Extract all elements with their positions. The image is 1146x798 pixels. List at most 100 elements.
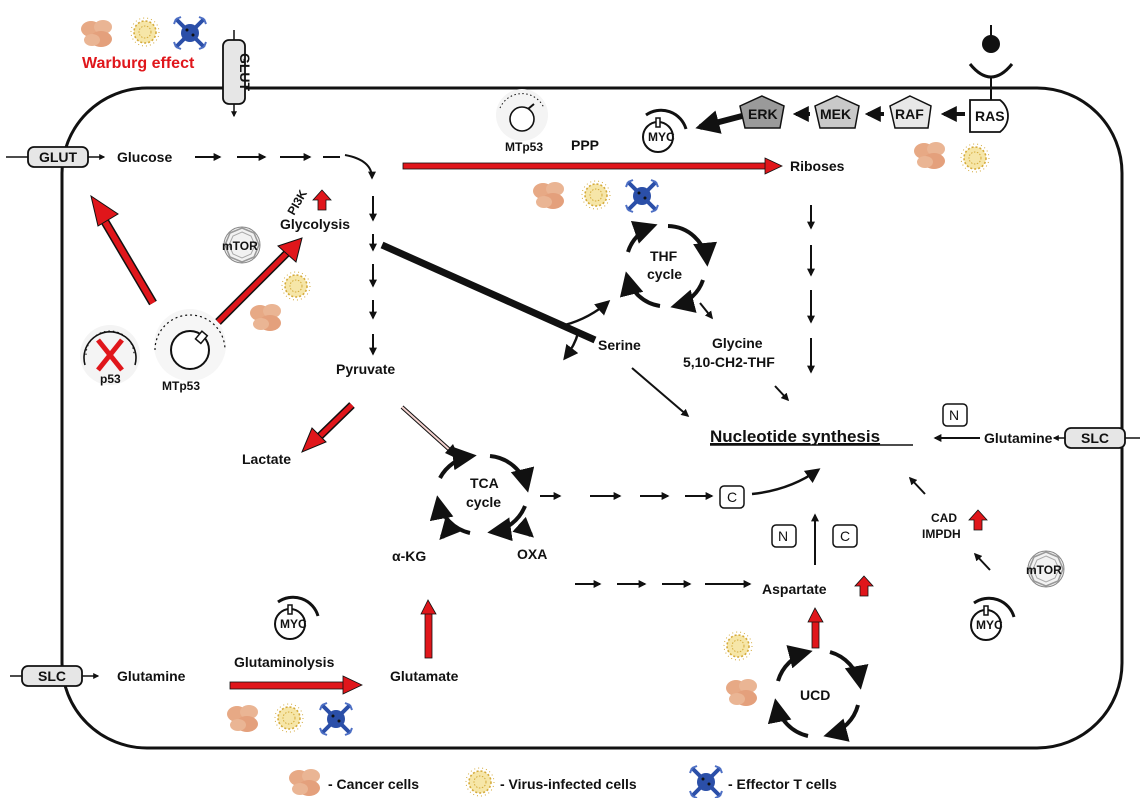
myc-top-label: MYC [648,130,675,144]
cancer-cell-icon-ras [914,142,945,169]
glut-left-transporter: GLUT [6,146,106,168]
ch2thf-label: 5,10-CH2-THF [683,354,775,370]
svg-text:N: N [778,528,788,544]
glutamate-label: Glutamate [390,668,459,684]
cancer-cell-icon-ucd [726,679,757,706]
cad-label: CAD [931,511,957,525]
pyruvate-to-lactate-arrow [301,402,355,453]
svg-text:p53: p53 [100,372,121,386]
riboses-label: Riboses [790,158,845,174]
svg-text:MEK: MEK [820,106,851,122]
ucd-label: UCD [800,687,830,703]
cad-to-nucleotide-arrow [908,476,926,495]
p53-gauge-crossed: p53 [80,325,140,386]
svg-text:RAF: RAF [895,106,924,122]
virus-icon-ppp [581,180,611,210]
virus-icon-glycolysis [281,271,311,301]
legend: - Cancer cells - Virus-infected cells - … [289,764,837,798]
legend-cancer-label: - Cancer cells [328,776,419,792]
legend-cancer-icon [289,769,320,796]
serine-curve [563,332,580,361]
myc-right-label: MYC [976,618,1003,632]
carbon-to-nucleotide-arrow [751,468,821,496]
svg-text:RAS: RAS [975,108,1005,124]
t-cell-icon-glutaminolysis [318,701,354,737]
mtor-left-label: mTOR [222,239,258,253]
glucose-label: Glucose [117,149,172,165]
slc-right-transporter: SLC [1052,427,1140,449]
slc-left-transporter: SLC [10,665,100,687]
tca-to-akg-arrow [439,518,461,540]
glucose-to-glycolysis-arrow [195,153,376,180]
t-cell-icon-ppp [624,178,660,214]
cancer-cell-icon-glycolysis [250,304,281,331]
mtor-right-label: mTOR [1026,563,1062,577]
legend-virus-icon [465,767,495,797]
n-box-top: N [942,403,968,427]
ucd-cycle [767,645,869,742]
nucleotide-synthesis-label: Nucleotide synthesis [710,427,880,446]
svg-text:C: C [727,489,737,505]
n-box-1: N [771,524,797,548]
ppp-red-arrow [402,157,783,175]
legend-tcell-label: - Effector T cells [728,776,837,792]
pi3k-up-arrow [312,189,332,211]
virus-icon-glutaminolysis [274,703,304,733]
svg-text:ERK: ERK [748,106,778,122]
svg-text:N: N [949,407,959,423]
serine-thf-link [564,300,611,327]
mapk-cascade: ERK MEK RAF RAS [695,25,1014,134]
glutaminolysis-label: Glutaminolysis [234,654,335,670]
oxa-label: OXA [517,546,547,562]
cell-membrane [60,86,1124,750]
warburg-red-arrow [90,194,157,306]
tca-label-2: cycle [466,494,501,510]
cad-up-arrow [968,509,988,531]
c-box-1: C [719,485,745,509]
pi3k-label: PI3K [284,187,310,217]
glycine-label: Glycine [712,335,763,351]
svg-text:MTp53: MTp53 [162,379,200,393]
ucd-to-aspartate-arrow [807,607,824,649]
thf-cycle [619,221,718,313]
mtor-right-arrow [973,552,991,571]
legend-tcell-icon [688,764,724,798]
svg-text:MTp53: MTp53 [505,140,543,154]
legend-virus-label: - Virus-infected cells [500,776,637,792]
glycolysis-label: Glycolysis [280,216,350,232]
glutaminolysis-red-arrow [229,675,363,695]
svg-text:GLUT: GLUT [237,53,253,92]
virus-icon-ucd [723,631,753,661]
serine-label: Serine [598,337,641,353]
aspartate-label: Aspartate [762,581,827,597]
glutamine-left-label: Glutamine [117,668,186,684]
cancer-cell-icon [81,20,112,47]
cancer-cell-icon-ppp [533,182,564,209]
mtp53-top-gauge: MTp53 [496,89,548,154]
svg-text:GLUT: GLUT [39,149,78,165]
c-box-2: C [832,524,858,548]
mtp53-to-glycolysis-arrow [215,237,303,325]
svg-text:SLC: SLC [38,668,66,684]
glycolysis-to-serine-arrow [380,241,597,344]
thf-label-2: cycle [647,266,682,282]
glut-top-transporter: GLUT [222,30,253,118]
tca-label-1: TCA [470,475,499,491]
pyruvate-label: Pyruvate [336,361,395,377]
warburg-label: Warburg effect [82,55,195,72]
svg-text:SLC: SLC [1081,430,1109,446]
impdh-label: IMPDH [922,527,961,541]
akg-label: α-KG [392,548,426,564]
mtp53-left-gauge: MTp53 [154,309,226,393]
virus-icon [130,17,160,47]
glutamate-to-akg-arrow [420,599,437,659]
thf-to-glycine-arrow [699,302,713,320]
serine-to-nucleotide-arrow [631,367,690,418]
glycine-to-nucleotide-arrow [774,385,790,402]
t-cell-icon [172,15,208,51]
myc-bottom-label: MYC [280,617,307,631]
tca-to-oxa-arrow [512,516,534,538]
virus-icon-ras [960,143,990,173]
glutamine-right-label: Glutamine [984,430,1053,446]
